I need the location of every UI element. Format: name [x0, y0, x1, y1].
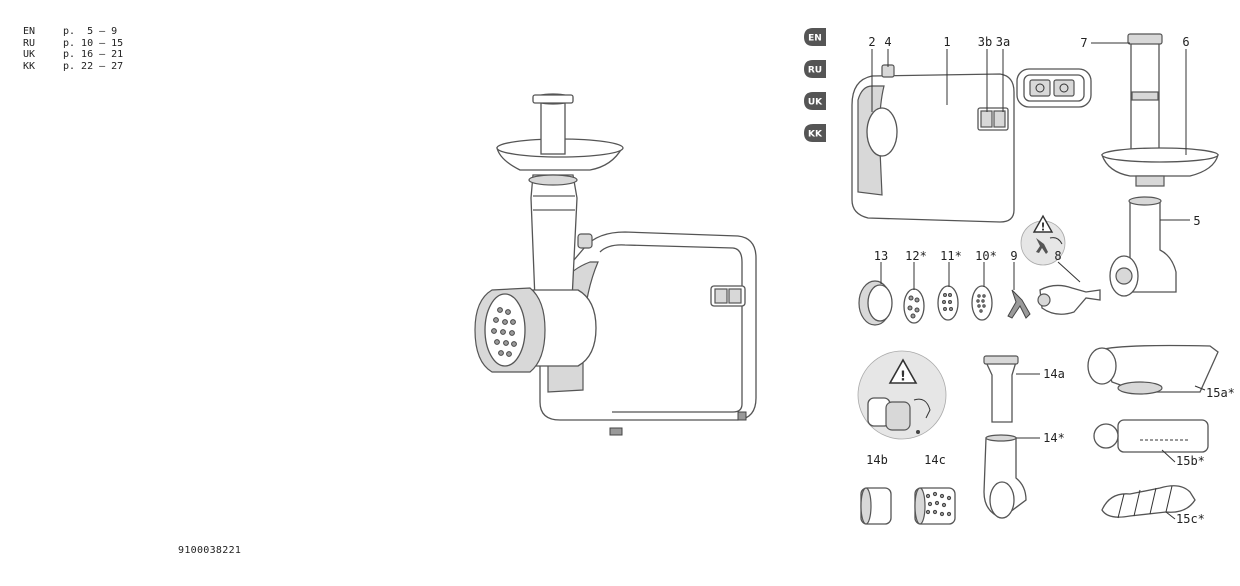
toc-row: EN p. 5 – 9 [23, 26, 123, 38]
label-14: 14* [1043, 431, 1065, 445]
lang-tab-label: KK [808, 130, 823, 140]
label-14c: 14c [924, 453, 946, 467]
lang-tab-kk[interactable]: KK [804, 124, 826, 142]
toc-pages: p. 5 – 9 [63, 26, 118, 37]
label-3a: 3a [996, 35, 1010, 49]
label-6: 6 [1182, 35, 1189, 49]
lang-tab-label: RU [808, 66, 822, 76]
label-4: 4 [884, 35, 891, 49]
grinding-tube-diagram [1109, 196, 1177, 297]
toc-lang: RU [23, 37, 36, 49]
label-15a: 15a* [1206, 386, 1235, 400]
label-5: 5 [1193, 214, 1200, 228]
svg-text:!: ! [1040, 221, 1045, 234]
toc-lang: UK [23, 49, 36, 60]
sausage-kebbe-parts-diagram [1087, 344, 1219, 519]
cutting-parts-row [858, 280, 1101, 326]
label-12: 12* [905, 249, 927, 263]
label-13: 13 [874, 249, 888, 263]
lang-tab-en[interactable]: EN [804, 28, 826, 46]
lang-tab-label: UK [808, 98, 823, 108]
label-2: 2 [868, 35, 875, 49]
label-15b: 15b* [1176, 454, 1205, 468]
lang-tab-label: EN [808, 34, 822, 44]
motor-unit-diagram [851, 64, 1092, 223]
toc-lang: KK [23, 60, 36, 72]
shredder-parts-diagram: ! [857, 350, 1027, 525]
meat-grinder-illustration [474, 93, 757, 436]
toc-pages: p. 16 – 21 [63, 49, 124, 60]
document-number: 9100038221 [178, 545, 242, 556]
lang-tab-uk[interactable]: UK [804, 92, 826, 110]
warning-icon [1032, 214, 1054, 233]
warning-bubble-blade: ! [1020, 214, 1066, 266]
part-labels: 2 4 1 3b 3a 7 6 5 13 12* 11* 10* 9 8 14a… [866, 35, 1235, 526]
warning-icon [888, 358, 918, 384]
toc-row: KK p. 22 – 27 [23, 61, 123, 73]
language-tabs: EN RU UK KK [804, 28, 826, 142]
label-14b: 14b [866, 453, 888, 467]
label-3b: 3b [978, 35, 992, 49]
label-10: 10* [975, 249, 997, 263]
toc-row: RU p. 10 – 15 [23, 38, 123, 50]
label-9: 9 [1010, 249, 1017, 263]
lang-tab-ru[interactable]: RU [804, 60, 826, 78]
label-7: 7 [1080, 36, 1087, 50]
table-of-contents: EN p. 5 – 9 RU p. 10 – 15 UK p. 16 – 21 KK p… [23, 26, 123, 72]
label-11: 11* [940, 249, 962, 263]
toc-pages: p. 10 – 15 [63, 37, 124, 49]
pusher-and-tray-diagram [1101, 33, 1219, 187]
svg-text:!: ! [900, 370, 906, 385]
toc-lang: EN [23, 26, 36, 37]
label-15c: 15c* [1176, 512, 1205, 526]
leader-lines [871, 42, 1206, 520]
label-14a: 14a [1043, 367, 1065, 381]
toc-pages: p. 22 – 27 [63, 60, 124, 72]
toc-row: UK p. 16 – 21 [23, 49, 123, 61]
label-1: 1 [943, 35, 950, 49]
label-8: 8 [1054, 249, 1061, 263]
